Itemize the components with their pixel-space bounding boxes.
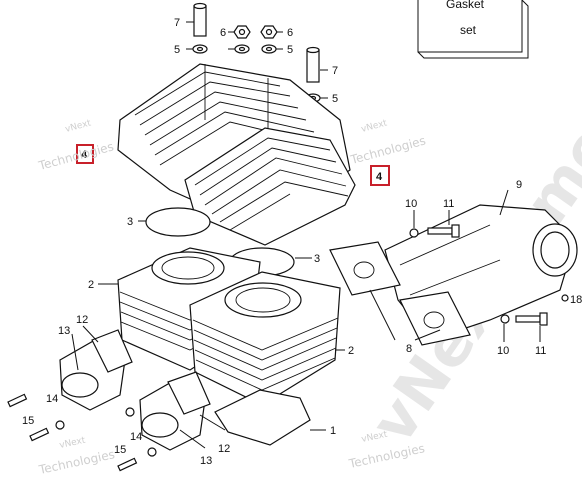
watermark-4a: vNext: [361, 430, 389, 445]
callout-5-c: 5: [332, 93, 338, 105]
washer-14-c: [147, 447, 157, 457]
gasket-set-label-top: Gasket: [446, 0, 485, 11]
nut-18: [561, 294, 569, 302]
stud-7-right: [306, 46, 320, 83]
washer-14-b: [125, 407, 135, 417]
head-gasket-3-left: [145, 207, 211, 237]
bolt-15-c: [117, 457, 138, 472]
callout-11-upper: 11: [443, 198, 454, 210]
callout-7-left: 7: [174, 17, 180, 29]
highlight-box-4-left: [76, 144, 94, 164]
callout-10-upper: 10: [405, 198, 417, 210]
washer-14-a: [55, 420, 65, 430]
callout-5-a: 5: [174, 44, 180, 56]
callout-15-left: 15: [22, 415, 34, 427]
callout-4-left: 4: [81, 149, 88, 161]
washer-5-c: [261, 44, 277, 54]
callout-4-right: 4: [376, 171, 383, 183]
base-gasket-1: [214, 389, 311, 446]
watermark-2b: Technologies: [348, 133, 427, 167]
callout-6-left: 6: [220, 27, 226, 39]
watermark-3a: vNext: [59, 436, 87, 451]
callout-13-right: 13: [200, 455, 212, 467]
bolt-11-upper: [427, 224, 460, 238]
callout-12-right: 12: [218, 443, 230, 455]
cylinder-front: [189, 271, 341, 406]
callout-13-left: 13: [58, 325, 70, 337]
callout-18: 18: [570, 294, 582, 306]
callout-12-left: 12: [76, 314, 88, 326]
nut-6-right: [260, 25, 278, 39]
washer-5-a: [192, 44, 208, 54]
watermark-1b: Technologies: [36, 139, 115, 173]
gasket-set-box: Gasket set: [417, 0, 529, 59]
watermark-1a: vNext: [64, 118, 92, 135]
callout-1: 1: [330, 425, 336, 437]
callout-10-lower: 10: [497, 345, 509, 357]
nut-6-left: [233, 25, 251, 39]
callout-5-b: 5: [287, 44, 293, 56]
callout-6-right: 6: [287, 27, 293, 39]
stud-7-left: [193, 2, 207, 37]
callout-9: 9: [516, 179, 522, 191]
watermark-2a: vNext: [360, 118, 388, 135]
intake-gasket-12-left: [91, 329, 133, 373]
callout-14-left: 14: [46, 393, 58, 405]
exhaust-gasket-8-lower: [399, 291, 471, 346]
callout-14-right: 14: [130, 431, 142, 443]
exhaust-gasket-8-upper: [329, 241, 401, 296]
callout-2-right: 2: [348, 345, 354, 357]
watermark-3b: Technologies: [37, 447, 116, 477]
bolt-15-b: [29, 427, 50, 442]
callout-2-left: 2: [88, 279, 94, 291]
callout-3-right: 3: [314, 253, 320, 265]
highlight-box-4-right: [370, 165, 390, 186]
callout-15-right: 15: [114, 444, 126, 456]
washer-5-b: [234, 44, 250, 54]
callout-8: 8: [406, 343, 412, 355]
callout-3-left: 3: [127, 216, 133, 228]
washer-10-lower: [500, 314, 510, 324]
bolt-15-a: [7, 393, 28, 408]
gasket-set-label-bottom: set: [460, 23, 477, 37]
bolt-11-lower: [515, 312, 548, 326]
leader-lines: [71, 21, 541, 449]
intake-gasket-12-right: [167, 371, 211, 415]
callout-labels: 7 5 6 6 5 7 5 4 4 3 3 2 2 1 9 10 11 8 10…: [22, 17, 582, 467]
washer-10-upper: [409, 228, 419, 238]
callout-7-right: 7: [332, 65, 338, 77]
watermark-4b: Technologies: [347, 441, 426, 471]
callout-11-lower: 11: [535, 345, 546, 357]
